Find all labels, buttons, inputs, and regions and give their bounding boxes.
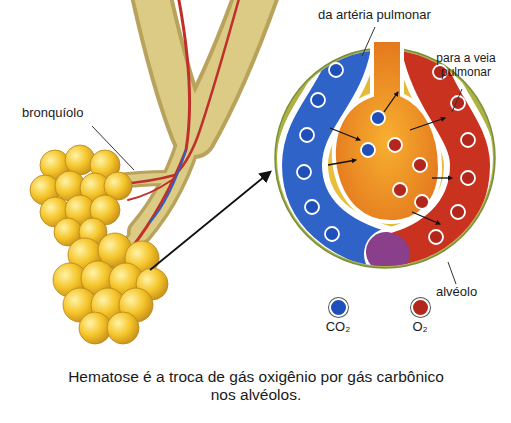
part-label: bronquíolo — [22, 106, 112, 121]
vessel-label: da artéria pulmonar — [318, 8, 448, 23]
leader-lines — [92, 27, 462, 284]
legend-text: O₂ — [400, 319, 440, 334]
legend-swatch — [329, 298, 348, 317]
part-label: alvéolo — [436, 285, 506, 300]
bronchi — [112, 0, 258, 262]
alveolar-cluster — [53, 233, 168, 344]
vessel-label: para a veia pulmonar — [426, 52, 506, 80]
alveolar-cluster — [30, 145, 132, 246]
legend-item: O₂ — [400, 298, 440, 334]
legend-text: CO₂ — [318, 319, 358, 334]
legend-swatch — [411, 298, 430, 317]
magnify-arrow — [150, 172, 270, 270]
caption: Hematose é a troca de gás oxigênio por g… — [60, 368, 452, 404]
legend-item: CO₂ — [318, 298, 358, 334]
